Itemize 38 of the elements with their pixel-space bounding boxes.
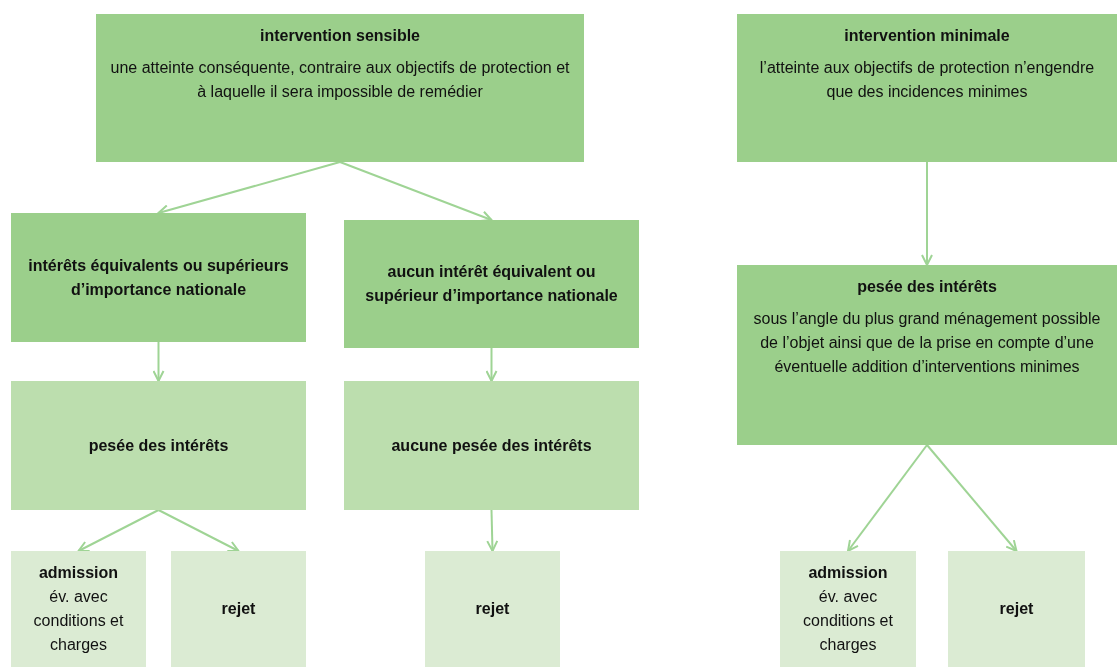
process-box bbox=[11, 381, 306, 510]
arrow bbox=[157, 509, 240, 552]
process-box bbox=[737, 14, 1117, 162]
arrow bbox=[926, 444, 1018, 552]
process-box bbox=[948, 551, 1085, 667]
arrow bbox=[485, 347, 498, 382]
box-heading: intervention minimale bbox=[844, 26, 1010, 46]
box-heading: rejet bbox=[475, 599, 510, 619]
process-box bbox=[96, 14, 584, 162]
box-heading: intervention sensible bbox=[259, 26, 420, 46]
arrow bbox=[339, 161, 493, 223]
arrow bbox=[152, 341, 165, 382]
process-box bbox=[425, 551, 560, 667]
arrow bbox=[486, 509, 499, 552]
process-box bbox=[780, 551, 916, 667]
arrow bbox=[921, 161, 933, 266]
process-box bbox=[171, 551, 306, 667]
arrow bbox=[77, 509, 160, 552]
box-heading: aucune pesée des intérêts bbox=[391, 435, 592, 456]
box-description: une atteinte conséquente, contraire aux objectifs de protection et à laquelle il sera impossible de remédier bbox=[109, 58, 571, 102]
box-heading: intérêts équivalents ou supérieurs d’importance nationale bbox=[27, 255, 290, 300]
box-description: sous l’angle du plus grand ménagement possible de l’objet ainsi que de la prise en compte d’une éventuelle addition d’interventions minimes bbox=[752, 309, 1102, 377]
box-description: év. avec conditions et charges bbox=[32, 587, 125, 655]
box-heading: pesée des intérêts bbox=[857, 277, 997, 297]
process-box bbox=[11, 213, 306, 342]
box-heading: rejet bbox=[999, 599, 1034, 619]
process-box bbox=[737, 265, 1117, 445]
process-box bbox=[344, 381, 639, 510]
process-box bbox=[344, 220, 639, 348]
box-heading: admission bbox=[808, 563, 888, 583]
box-heading: rejet bbox=[221, 599, 256, 619]
box-heading: admission bbox=[38, 563, 119, 583]
process-box bbox=[11, 551, 146, 667]
box-heading: aucun intérêt équivalent ou supérieur d’importance nationale bbox=[364, 262, 619, 306]
box-description: l’atteinte aux objectifs de protection n’engendre que des incidences minimes bbox=[758, 58, 1096, 102]
box-heading: pesée des intérêts bbox=[88, 435, 229, 456]
arrow bbox=[847, 444, 928, 552]
box-description: év. avec conditions et charges bbox=[802, 587, 894, 655]
